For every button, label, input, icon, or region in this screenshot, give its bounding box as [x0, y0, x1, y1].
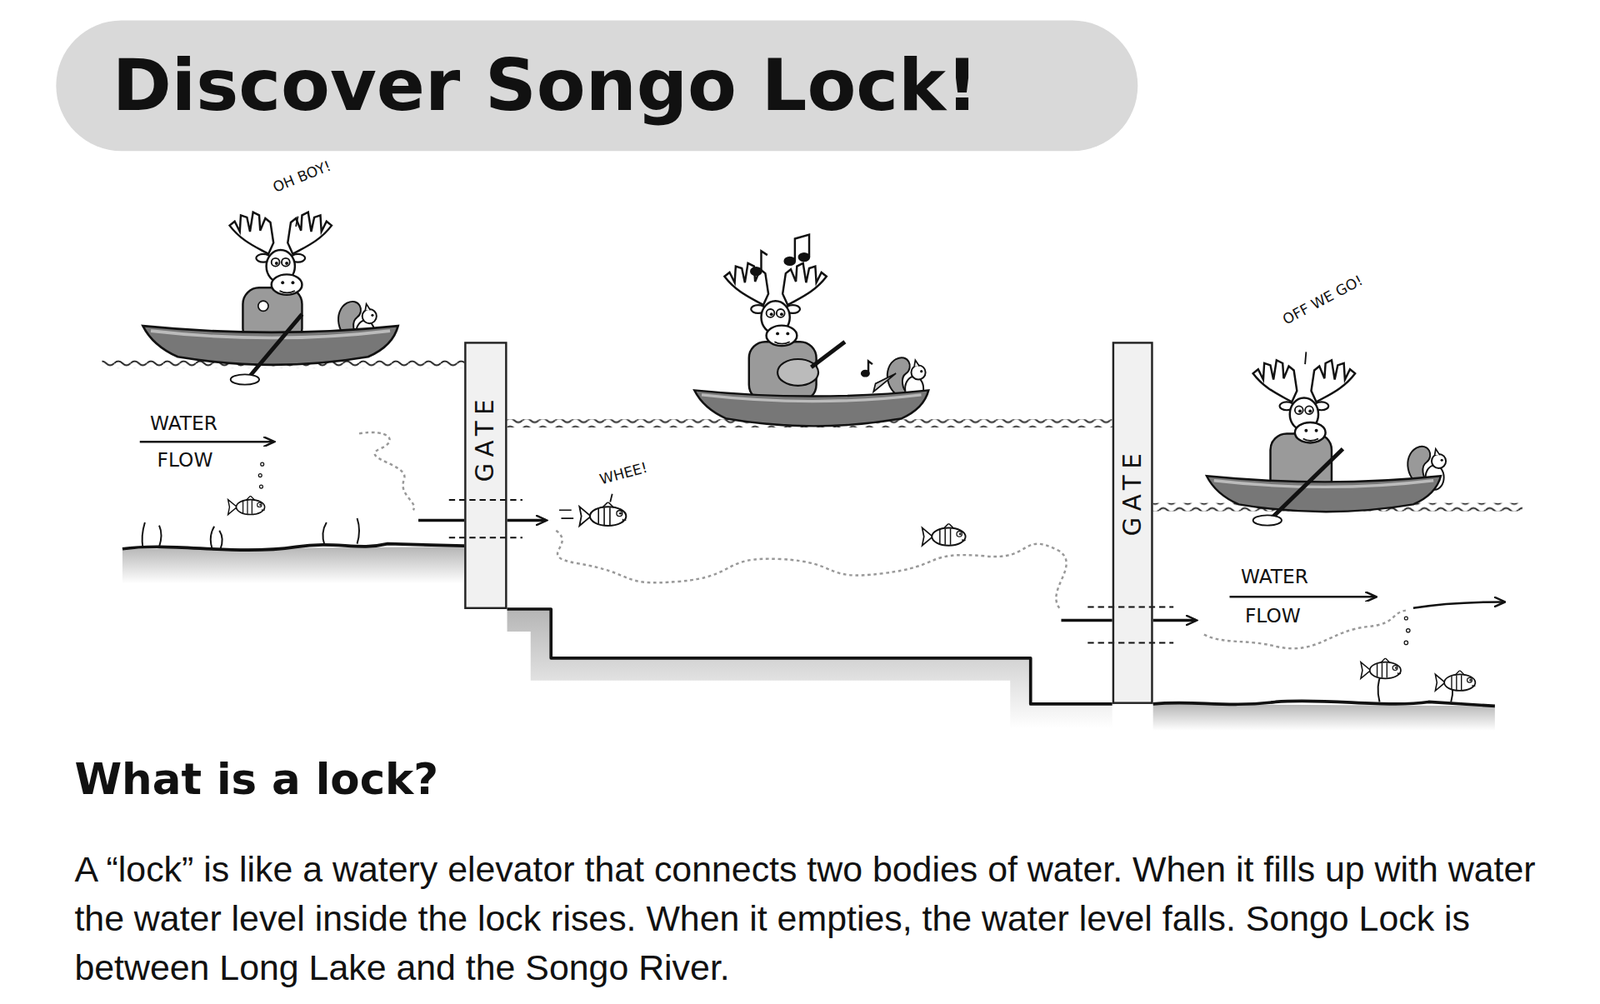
fish-part [1435, 670, 1475, 690]
moose-three-part [1269, 449, 1343, 521]
moose-two [694, 235, 929, 427]
flow-arrows-part [449, 500, 523, 538]
weeds-part [142, 522, 145, 549]
ground-shading-part [466, 344, 506, 608]
music-notes-part [868, 360, 873, 374]
speech-text: OH BOY! [270, 157, 333, 196]
moose-three-part [1206, 475, 1441, 512]
fish-part [579, 501, 626, 526]
fish-part [228, 495, 265, 515]
ground-shading-part [1153, 704, 1495, 731]
music-notes-part [785, 257, 795, 265]
music-notes-part [760, 250, 767, 271]
section-heading: What is a lock? [74, 755, 439, 805]
moose-two-part [694, 390, 929, 426]
weeds-part [210, 526, 215, 550]
fish-part [559, 510, 574, 519]
lock-floor [122, 544, 1495, 707]
music-notes [750, 235, 873, 377]
title-pill-part [55, 20, 1138, 151]
moose-one-part [295, 216, 298, 227]
title-pill [55, 20, 1138, 151]
speech-text: OFF WE GO! [1280, 271, 1365, 328]
lock-floor-part [1153, 700, 1495, 706]
moose-one-part [230, 374, 260, 385]
moose-one-part [142, 325, 398, 365]
flow-label: WATER [150, 412, 218, 435]
gate-box: GATE [464, 341, 507, 610]
moose-three-part [610, 494, 612, 503]
moose-two-part [810, 341, 845, 368]
fish-part-part [1404, 616, 1408, 620]
weeds-part [357, 518, 360, 545]
speech-text: WHEE! [597, 459, 650, 488]
current-lines-part [359, 432, 415, 510]
music-notes-part [799, 253, 810, 261]
moose-one [142, 212, 398, 385]
fish-part-part [1406, 629, 1410, 633]
flow-arrows-part [507, 519, 547, 523]
fish-part-part [258, 474, 262, 478]
gate-label: GATE [472, 393, 500, 483]
fish [228, 462, 1476, 691]
ground-shading [122, 344, 1495, 731]
fish-part-part [260, 462, 265, 466]
moose-three [610, 351, 1446, 525]
flow-arrows-part [418, 519, 465, 523]
current-lines [359, 432, 1409, 649]
title-text: Discover Songo Lock! [112, 44, 979, 127]
flow-arrows-part [1060, 619, 1112, 623]
ground-shading-part [1114, 344, 1151, 703]
moose-three-part [1253, 360, 1355, 443]
gate-box: GATE [1112, 341, 1154, 705]
lock-floor-part [507, 609, 1113, 705]
flow-arrows-part [1413, 601, 1505, 608]
moose-two-part [873, 373, 896, 392]
music-notes-part [795, 235, 810, 262]
moose-one-part [230, 212, 332, 295]
weeds-part [322, 522, 326, 545]
ground-shading-part [122, 546, 465, 584]
ground-shading-part [507, 609, 1113, 729]
moose-one-part [246, 314, 302, 380]
moose-three-part [1305, 351, 1306, 365]
moose-one-part [258, 300, 269, 311]
flow-arrows-part [140, 440, 274, 443]
moose-three-part [1253, 515, 1282, 525]
fish-part [1360, 658, 1401, 679]
flow-label: WATER [1240, 566, 1309, 590]
current-lines-part [555, 530, 1066, 611]
flow-label: FLOW [1245, 605, 1301, 628]
flow-label: FLOW [157, 449, 214, 472]
fish-part-part [260, 485, 264, 489]
lock-floor-part [122, 544, 465, 551]
body-text: A “lock” is like a watery elevator that … [74, 845, 1544, 992]
flow-arrows-part [1153, 619, 1196, 623]
moose-two-part [777, 359, 819, 386]
fish-part [922, 523, 966, 546]
weeds-part [219, 530, 222, 550]
weeds [142, 518, 1454, 702]
moose-two-part [724, 263, 826, 346]
current-lines-part [1204, 610, 1409, 649]
weeds-part [159, 525, 161, 548]
fish-part-part [1404, 640, 1408, 645]
flow-arrows-part [1230, 595, 1376, 598]
flow-arrows-part [1087, 607, 1174, 644]
music-notes-part [750, 267, 761, 275]
gate-label: GATE [1119, 447, 1146, 537]
